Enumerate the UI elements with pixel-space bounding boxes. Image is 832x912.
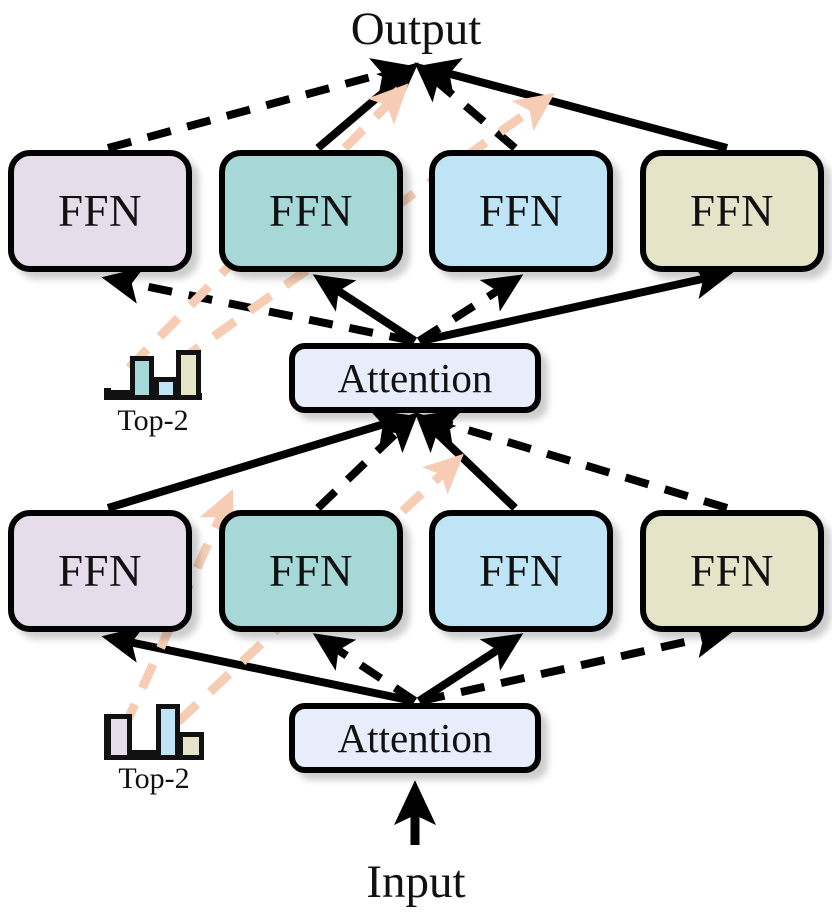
ffn-upper-4-label: FFN bbox=[689, 185, 775, 236]
ffn-upper-1-label: FFN bbox=[57, 185, 143, 236]
edge-ffn7-to-attn-up bbox=[414, 412, 518, 511]
ffn-upper-1[interactable]: FFN bbox=[8, 150, 192, 272]
ffn-lower-3-label: FFN bbox=[478, 545, 564, 596]
edge-attn-up-to-ffn1 bbox=[101, 266, 414, 345]
upper-experts-to-output bbox=[106, 57, 729, 152]
ffn-lower-1[interactable]: FFN bbox=[8, 510, 192, 632]
edge-attn-up-to-ffn2 bbox=[312, 274, 418, 345]
router-histogram-upper: Top-2 bbox=[104, 350, 202, 437]
ffn-upper-2[interactable]: FFN bbox=[219, 150, 403, 272]
edge-attn-up-to-ffn3 bbox=[416, 274, 524, 345]
ffn-lower-1-label: FFN bbox=[57, 545, 143, 596]
ffn-lower-3[interactable]: FFN bbox=[429, 510, 613, 632]
histogram-bar-lower-4 bbox=[178, 732, 204, 760]
attention-upper-label: Attention bbox=[337, 354, 493, 401]
histogram-bar-upper-3 bbox=[154, 377, 178, 400]
edge-ffn6-to-attn-up bbox=[315, 412, 419, 511]
edge-ffn4-to-output bbox=[419, 57, 729, 152]
edge-ffn5-to-attn-up bbox=[106, 409, 413, 512]
edge-ffn2-to-output bbox=[315, 62, 419, 152]
histogram-bar-upper-4 bbox=[176, 350, 201, 400]
attention-lower[interactable]: Attention bbox=[289, 703, 541, 773]
ffn-upper-2-label: FFN bbox=[268, 185, 354, 236]
input-label: Input bbox=[366, 856, 466, 908]
attention-lower-label: Attention bbox=[337, 714, 493, 761]
edge-attn-up-to-ffn4 bbox=[420, 262, 734, 345]
edge-attn-low-to-ffn8 bbox=[420, 621, 734, 705]
ffn-lower-4[interactable]: FFN bbox=[640, 510, 824, 632]
ffn-lower-4-label: FFN bbox=[689, 545, 775, 596]
histogram-bar-lower-3 bbox=[156, 704, 180, 760]
histogram-bar-lower-2 bbox=[132, 750, 156, 760]
lower-attention-to-experts bbox=[101, 621, 734, 705]
edge-ffn8-to-attn-up bbox=[419, 409, 729, 512]
edge-attn-low-to-ffn7 bbox=[416, 633, 524, 705]
router-caption-lower: Top-2 bbox=[118, 762, 190, 795]
ffn-lower-2[interactable]: FFN bbox=[219, 510, 403, 632]
output-label: Output bbox=[350, 3, 482, 55]
edge-attn-low-to-ffn5 bbox=[101, 626, 414, 705]
ffn-upper-4[interactable]: FFN bbox=[640, 150, 824, 272]
histogram-bar-lower-1 bbox=[106, 714, 132, 760]
router-caption-upper: Top-2 bbox=[117, 404, 189, 437]
upper-attention-to-experts bbox=[101, 262, 734, 345]
histogram-bar-upper-2 bbox=[130, 356, 154, 400]
edge-attn-low-to-ffn6 bbox=[312, 633, 418, 705]
attention-upper[interactable]: Attention bbox=[289, 343, 541, 413]
edge-ffn1-to-output bbox=[106, 58, 413, 152]
ffn-upper-3[interactable]: FFN bbox=[429, 150, 613, 272]
ffn-upper-3-label: FFN bbox=[478, 185, 564, 236]
ffn-lower-2-label: FFN bbox=[268, 545, 354, 596]
histogram-bar-upper-1 bbox=[106, 390, 130, 400]
lower-experts-to-upper-attention bbox=[106, 409, 729, 512]
router-histogram-lower: Top-2 bbox=[104, 704, 204, 795]
